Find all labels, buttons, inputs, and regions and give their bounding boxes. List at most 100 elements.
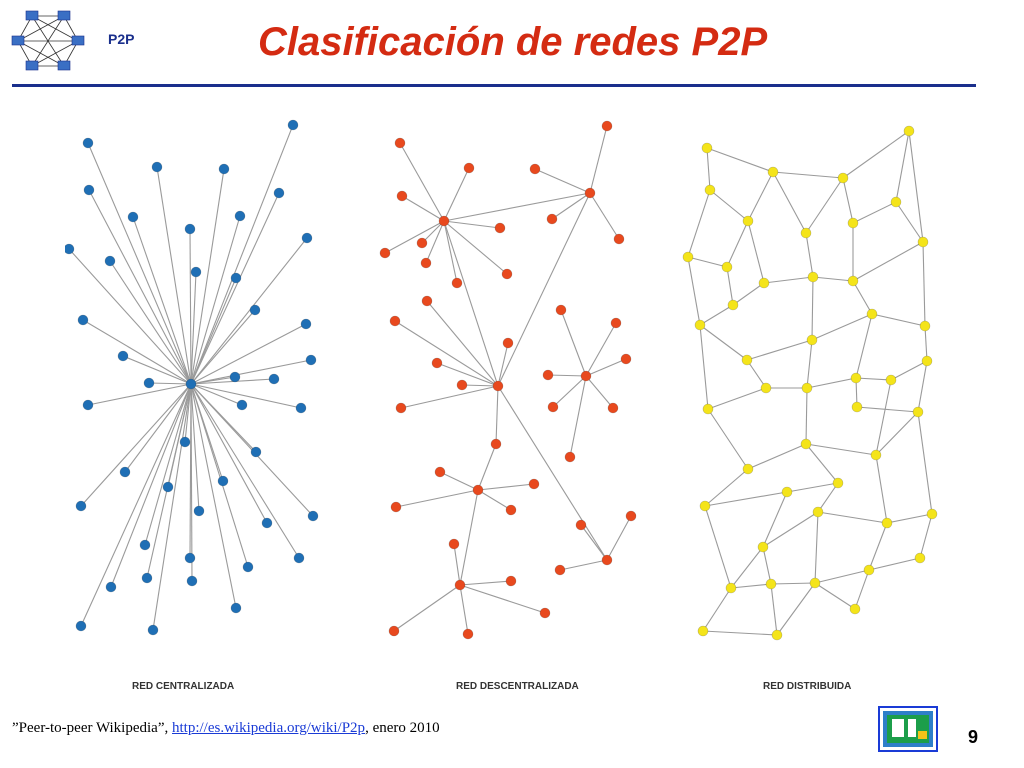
network-link (772, 171, 807, 234)
reference-link[interactable]: http://es.wikipedia.org/wiki/P2p (172, 720, 366, 736)
network-node (528, 478, 540, 490)
network-node (725, 582, 737, 594)
network-node (539, 607, 551, 619)
network-link (890, 360, 928, 381)
network-link (706, 147, 711, 191)
network-link (699, 304, 734, 326)
network-link (425, 220, 445, 264)
network-link (132, 216, 192, 385)
network-node (505, 575, 517, 587)
network-node (119, 466, 131, 478)
network-link (917, 411, 933, 515)
network-link (919, 513, 933, 559)
network-link (190, 383, 237, 609)
network-link (399, 142, 445, 222)
network-link (812, 276, 854, 282)
network-node (268, 373, 280, 385)
network-node (234, 210, 246, 222)
network-link (190, 376, 236, 385)
network-node (301, 232, 313, 244)
network-node (721, 261, 733, 273)
network-node (185, 378, 197, 390)
network-link (534, 168, 591, 194)
network-node (463, 162, 475, 174)
network-node (760, 382, 772, 394)
network-node (704, 184, 716, 196)
network-node (610, 317, 622, 329)
decentralized-network (379, 120, 637, 640)
network-link (814, 569, 870, 584)
network-link (495, 385, 499, 445)
header-rule (12, 84, 976, 87)
network-link (560, 309, 587, 377)
network-link (190, 215, 241, 385)
network-link (852, 280, 873, 315)
network-link (190, 192, 280, 385)
caption-distributed: RED DISTRIBUIDA (763, 681, 852, 692)
network-node (580, 370, 592, 382)
network-link (922, 241, 926, 327)
network-link (443, 220, 501, 229)
network-node (850, 372, 862, 384)
network-link (704, 491, 788, 507)
network-link (699, 324, 709, 410)
network-link (585, 322, 617, 377)
network-link (868, 522, 888, 571)
network-node (438, 215, 450, 227)
network-node (273, 187, 285, 199)
network-node (390, 501, 402, 513)
network-node (926, 508, 938, 520)
network-link (772, 171, 844, 179)
network-node (542, 369, 554, 381)
network-link (152, 383, 192, 631)
network-link (421, 220, 445, 244)
network-node (242, 561, 254, 573)
network-link (395, 489, 479, 508)
network-node (456, 379, 468, 391)
network-node (217, 475, 229, 487)
network-link (156, 166, 192, 385)
network-link (443, 220, 458, 284)
network-link (687, 189, 711, 258)
network-link (190, 309, 256, 385)
network-link (908, 130, 924, 243)
network-node (809, 577, 821, 589)
network-node (379, 247, 391, 259)
network-link (459, 584, 469, 635)
network-node (218, 163, 230, 175)
network-link (732, 282, 765, 306)
network-node (863, 564, 875, 576)
network-link (770, 583, 778, 636)
network-node (104, 255, 116, 267)
network-node (229, 371, 241, 383)
network-link (805, 232, 814, 278)
network-link (80, 383, 192, 507)
centralized-network (63, 119, 319, 636)
network-link (875, 379, 892, 456)
network-link (569, 375, 587, 458)
network-link (817, 511, 888, 524)
network-link (699, 324, 748, 361)
network-node (694, 319, 706, 331)
network-node (847, 275, 859, 287)
network-link (459, 489, 479, 586)
network-node (547, 401, 559, 413)
network-link (707, 387, 767, 410)
network-node (82, 399, 94, 411)
network-link (443, 220, 499, 387)
network-link (806, 377, 857, 389)
network-link (190, 124, 294, 385)
network-link (146, 383, 192, 579)
network-node (801, 382, 813, 394)
network-link (190, 383, 200, 512)
network-node (554, 564, 566, 576)
network-node (250, 446, 262, 458)
network-link (190, 383, 193, 582)
network-link (805, 443, 839, 484)
network-node (184, 223, 196, 235)
caption-decentralized: RED DESCENTRALIZADA (456, 681, 579, 692)
network-link (852, 241, 924, 282)
network-link (776, 582, 816, 636)
network-link (763, 276, 814, 284)
network-node (395, 402, 407, 414)
